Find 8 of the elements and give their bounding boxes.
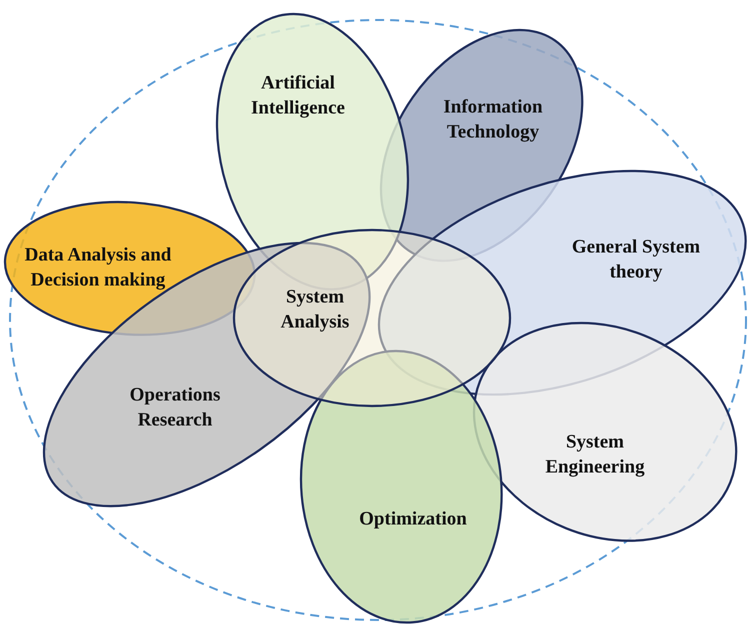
- petal-label: General System theory: [570, 235, 702, 284]
- petal-label: System Analysis: [280, 285, 350, 334]
- petal-label: Data Analysis and Decision making: [24, 243, 172, 292]
- petal-label: System Engineering: [544, 430, 646, 479]
- petal-label: Artificial Intelligence: [250, 71, 346, 120]
- petal-label: Information Technology: [442, 95, 544, 144]
- petal-label: Operations Research: [128, 383, 222, 432]
- petal-label: Optimization: [358, 508, 468, 532]
